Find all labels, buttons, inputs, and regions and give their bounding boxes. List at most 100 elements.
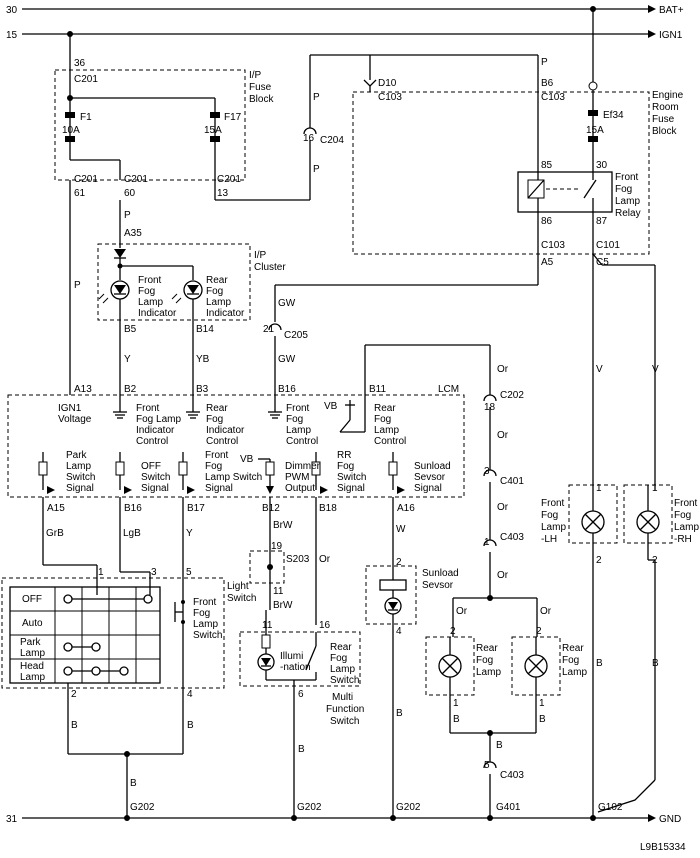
ffs-label: Switch: [193, 630, 222, 641]
wire-p-label: P: [124, 210, 131, 221]
s203-pin11: 11: [273, 586, 284, 597]
wire-or-label: Or: [497, 502, 509, 513]
pin-a35: A35: [124, 228, 142, 239]
wire-b-label: B: [539, 714, 546, 725]
row-head: Head: [20, 661, 44, 672]
rfr-label: Rear: [562, 643, 584, 654]
sunload-pin2: 2: [396, 557, 402, 568]
wire-brw-label: BrW: [273, 600, 293, 611]
ls-pin-4: 4: [187, 689, 193, 700]
relay-label: Front: [615, 172, 639, 183]
front-ind-label: Lamp: [138, 297, 163, 308]
fuse-block-title: Block: [249, 94, 274, 105]
conn-c204: C204: [320, 135, 344, 146]
s203-name: S203: [286, 554, 310, 565]
lcm-rear-lamp-ctrl: Fog: [374, 414, 391, 425]
input-a15: [38, 452, 55, 494]
front-fog-indicator-led: [98, 280, 130, 304]
relay-label: Relay: [615, 208, 641, 219]
conn-c201-top: C201: [74, 74, 98, 85]
mfs-illumi: -nation: [280, 662, 311, 673]
lcm-rr-sig: RR: [337, 450, 351, 461]
relay-pin-85: 85: [541, 160, 553, 171]
c403b-pin: 5: [484, 760, 490, 771]
wire-or-label: Or: [497, 570, 509, 581]
lcm-title: LCM: [438, 384, 459, 395]
rear-fog-lamp-right: 2 1 Rear Fog Lamp: [511, 626, 587, 733]
wire-w-label: W: [396, 524, 406, 535]
mfs-title: Function: [326, 704, 364, 715]
lcm-rear-ind-ctrl: Indicator: [206, 425, 245, 436]
mfs-pin6: 6: [298, 689, 304, 700]
front-fog-lamp-relay: 85 30 86 87 Front Fog Lamp Relay: [517, 160, 641, 254]
lcm-front-sw-sig: Signal: [205, 483, 233, 494]
lcm-front-lamp-ctrl: Fog: [286, 414, 303, 425]
ls-pin-5: 5: [186, 567, 192, 578]
lcm-front-ind-ctrl: Fog Lamp: [136, 414, 181, 425]
lcm-rear-ind-ctrl: Control: [206, 436, 238, 447]
input-b17: [178, 452, 195, 494]
pin-b12: B12: [262, 503, 280, 514]
row-park: Park: [20, 637, 42, 648]
conn-c201-c: C201: [217, 174, 241, 185]
ef34-rating: 15A: [586, 125, 604, 136]
mfs-illumi: Illumi: [280, 651, 303, 662]
engine-room-fuse-block: Engine Room Fuse Block P B6 C103 Ef34 15…: [352, 6, 684, 268]
rear-ind-label: Fog: [206, 286, 223, 297]
wire-b-label: B: [596, 658, 603, 669]
wire-yb-label: YB: [196, 354, 210, 365]
wire-or-label: Or: [456, 606, 468, 617]
front-ind-label: Fog: [138, 286, 155, 297]
pin-d10: D10: [378, 78, 397, 89]
pin-b14: B14: [196, 324, 214, 335]
ground-g102: G102: [598, 802, 623, 813]
mfs-rear-sw: Fog: [330, 653, 347, 664]
engine-box-title: Block: [652, 126, 677, 137]
ip-fuse-block: I/P Fuse Block 36 C201 F1 10A F17 15A: [54, 31, 274, 200]
row-auto: Auto: [22, 618, 43, 629]
conn-c205: C205: [284, 330, 308, 341]
ffl-pin2: 2: [596, 555, 602, 566]
wire-y-label: Y: [124, 354, 131, 365]
lcm-vb-label: VB: [324, 401, 338, 412]
lcm-off-sig: OFF: [141, 461, 161, 472]
lcm-module: LCM A13 B2 B3 B16 B11 IGN1 Voltage: [7, 384, 465, 514]
lcm-off-sig: Switch: [141, 472, 170, 483]
lcm-off-sig: Signal: [141, 483, 169, 494]
front-fog-lamp-rh: 1 2 Front Fog Lamp -RH: [623, 483, 699, 780]
wire-gw-label: GW: [278, 354, 296, 365]
ffl-label: Lamp: [541, 522, 566, 533]
lcm-rr-sig: Fog: [337, 461, 354, 472]
c204-pin: 16: [303, 133, 315, 144]
relay-pin-86: 86: [541, 216, 553, 227]
input-a16: [388, 452, 405, 494]
lcm-inputs: [38, 452, 405, 494]
light-switch-title: Switch: [227, 593, 256, 604]
wire-or-label: Or: [319, 554, 331, 565]
rail-15-label: 15: [6, 30, 18, 41]
lcm-vb2-label: VB: [240, 454, 254, 465]
wire-b-label: B: [496, 740, 503, 751]
mfs-title: Multi: [332, 692, 353, 703]
wire-b-label: B: [71, 720, 78, 731]
wire-or-label: Or: [540, 606, 552, 617]
ffl-pin1: 1: [596, 483, 602, 494]
pin-a16: A16: [397, 503, 415, 514]
rfr-label: Fog: [562, 655, 579, 666]
f1-name: F1: [80, 112, 92, 123]
wire-brw-label: BrW: [273, 520, 293, 531]
engine-box-title: Fuse: [652, 114, 675, 125]
lcm-park-sig: Lamp: [66, 461, 91, 472]
rfr-pin1: 1: [539, 698, 545, 709]
pin-36: 36: [74, 58, 86, 69]
lcm-sunload-sig: Signal: [414, 483, 442, 494]
mfs-rear-sw: Lamp: [330, 664, 355, 675]
engine-box-title: Room: [652, 102, 679, 113]
light-switch-title: Light: [227, 581, 249, 592]
pin-b17: B17: [187, 503, 205, 514]
pin-b16b: B16: [124, 503, 142, 514]
lcm-front-lamp-ctrl: Lamp: [286, 425, 311, 436]
front-ind-label: Indicator: [138, 308, 177, 319]
